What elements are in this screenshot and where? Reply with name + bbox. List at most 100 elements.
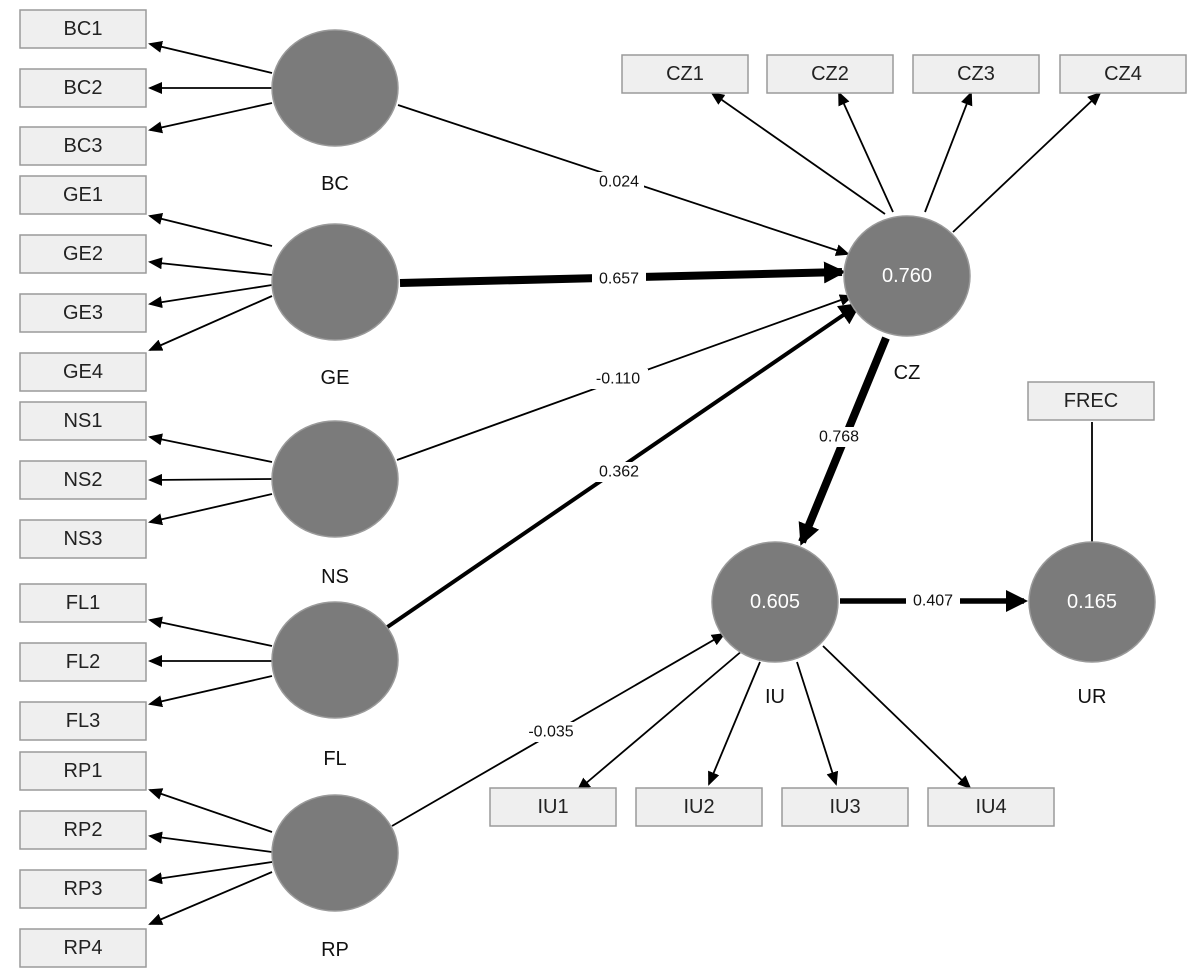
coef-fl-cz: 0.362 [592,462,646,482]
edge-rp-rp2 [148,831,273,853]
edge-fl-fl3 [148,675,273,708]
svg-text:NS1: NS1 [64,410,103,432]
coef-rp-iu: -0.035 [520,722,582,742]
indicator-iu4: IU4 [927,787,1055,827]
construct-cz: 0.760 CZ [843,215,971,384]
edge-cz-cz3 [924,91,973,213]
indicator-iu3: IU3 [781,787,909,827]
svg-text:0.165: 0.165 [1067,591,1117,613]
edge-iu-iu1 [576,649,744,792]
edge-rp-rp1 [148,788,273,833]
svg-text:IU2: IU2 [683,796,714,818]
edge-iu-iu3 [796,661,839,786]
construct-ur: 0.165 UR [1028,541,1156,708]
svg-text:NS: NS [321,566,349,588]
svg-text:BC2: BC2 [64,77,103,99]
indicator-bc3: BC3 [19,126,147,166]
coef-ns-cz: -0.110 [588,369,648,389]
svg-text:FREC: FREC [1064,390,1118,412]
svg-text:NS2: NS2 [64,469,103,491]
indicator-ge4: GE4 [19,352,147,392]
edge-bc-bc1 [148,40,273,74]
indicator-ge1: GE1 [19,175,147,215]
svg-text:-0.110: -0.110 [596,371,640,388]
svg-text:GE2: GE2 [63,243,103,265]
indicator-cz1: CZ1 [621,54,749,94]
svg-text:0.657: 0.657 [599,271,639,288]
svg-text:NS3: NS3 [64,528,103,550]
svg-text:GE: GE [321,367,350,389]
coef-iu-ur: 0.407 [906,591,960,611]
indicator-fl2: FL2 [19,642,147,682]
svg-text:FL: FL [323,748,346,770]
indicator-bc1: BC1 [19,9,147,49]
svg-text:IU3: IU3 [829,796,860,818]
svg-text:CZ3: CZ3 [957,63,995,85]
edge-cz-cz4 [952,91,1102,233]
indicator-bc2: BC2 [19,68,147,108]
edge-ns-ns3 [148,493,273,526]
edge-ge-ge2 [148,257,273,276]
indicator-cz2: CZ2 [766,54,894,94]
svg-text:GE1: GE1 [63,184,103,206]
indicator-fl1: FL1 [19,583,147,623]
svg-text:GE4: GE4 [63,361,103,383]
indicator-ns1: NS1 [19,401,147,441]
coef-bc-cz: 0.024 [594,172,644,192]
svg-text:CZ1: CZ1 [666,63,704,85]
construct-ns: NS [271,420,399,588]
indicator-frec: FREC [1027,381,1155,421]
edge-iu-iu4 [822,645,972,790]
edge-ge-ge3 [148,284,273,309]
svg-text:RP: RP [321,939,349,961]
svg-text:CZ: CZ [894,362,921,384]
edge-iu-iu2 [708,661,761,786]
edge-ge-ge1 [148,213,273,247]
edge-rp-rp4 [148,871,273,925]
edge-cz-cz2 [838,91,894,213]
svg-text:FL1: FL1 [66,592,100,614]
svg-text:IU1: IU1 [537,796,568,818]
indicator-rp1: RP1 [19,751,147,791]
edge-bc-bc3 [148,102,273,134]
indicator-ns3: NS3 [19,519,147,559]
indicator-iu1: IU1 [489,787,617,827]
construct-iu: 0.605 IU [711,541,839,708]
svg-text:IU: IU [765,686,785,708]
svg-text:0.760: 0.760 [882,265,932,287]
indicator-rp2: RP2 [19,810,147,850]
construct-bc: BC [271,29,399,195]
svg-text:BC3: BC3 [64,135,103,157]
coef-cz-iu: 0.768 [812,427,866,447]
svg-text:IU4: IU4 [975,796,1006,818]
indicator-iu2: IU2 [635,787,763,827]
svg-text:RP4: RP4 [64,937,103,959]
construct-rp: RP [271,794,399,961]
svg-text:FL3: FL3 [66,710,100,732]
indicator-rp3: RP3 [19,869,147,909]
indicator-fl3: FL3 [19,701,147,741]
svg-text:0.605: 0.605 [750,591,800,613]
svg-text:0.768: 0.768 [819,429,859,446]
coef-ge-cz: 0.657 [592,269,646,289]
svg-text:CZ2: CZ2 [811,63,849,85]
construct-fl: FL [271,601,399,770]
svg-text:0.407: 0.407 [913,593,953,610]
edge-ge-ge4 [148,295,273,351]
svg-text:RP1: RP1 [64,760,103,782]
svg-text:0.362: 0.362 [599,464,639,481]
indicator-ge2: GE2 [19,234,147,274]
svg-text:RP2: RP2 [64,819,103,841]
indicator-rp4: RP4 [19,928,147,968]
svg-text:UR: UR [1078,686,1107,708]
edge-fl-fl1 [148,616,273,647]
svg-text:-0.035: -0.035 [528,724,573,741]
svg-text:0.024: 0.024 [599,174,639,191]
edge-ns-ns1 [148,433,273,463]
svg-text:CZ4: CZ4 [1104,63,1142,85]
indicator-ge3: GE3 [19,293,147,333]
svg-text:BC: BC [321,173,349,195]
svg-text:GE3: GE3 [63,302,103,324]
svg-text:BC1: BC1 [64,18,103,40]
